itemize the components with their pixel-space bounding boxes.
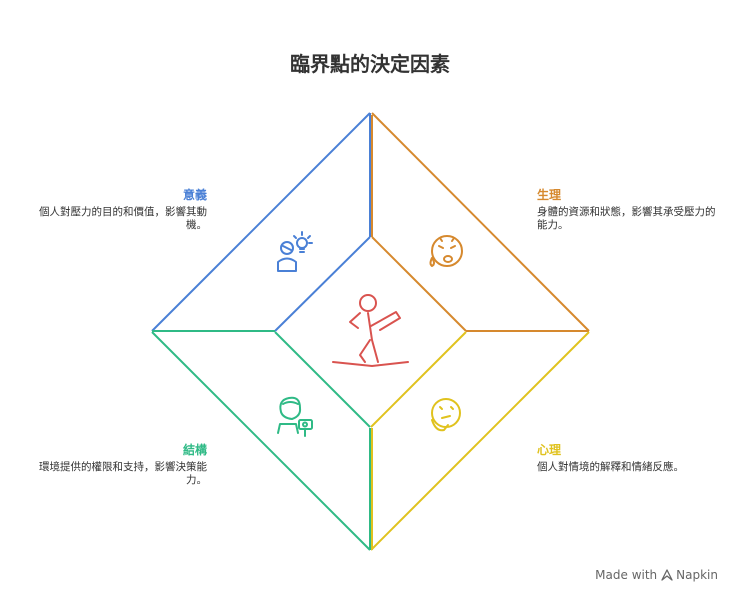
diagram-title: 臨界點的決定因素: [290, 52, 450, 76]
structure-text-block: 結構 環境提供的權限和支持，影響決策能力。: [22, 441, 207, 487]
napkin-attribution[interactable]: Made with Napkin: [595, 568, 718, 582]
structure-quadrant: [151, 330, 371, 551]
person-lightbulb-icon: [277, 231, 313, 272]
psychology-text-block: 心理 個人對情境的解釋和情緒反應。: [537, 441, 722, 474]
person-with-camera-icon: [277, 396, 313, 437]
made-with-text: Made with: [595, 568, 658, 582]
napkin-brand: Napkin: [661, 568, 718, 582]
psychology-inner-edge: [370, 331, 467, 428]
napkin-brand-name: Napkin: [676, 568, 718, 582]
physiology-inner-edge: [371, 236, 467, 332]
meaning-label: 意義: [182, 188, 207, 202]
structure-description: 環境提供的權限和支持，影響決策能力。: [39, 461, 207, 486]
psychology-outer-edge: [370, 331, 590, 551]
balancing-person-icon: [332, 294, 409, 367]
psychology-description: 個人對情境的解釋和情緒反應。: [537, 461, 684, 473]
psychology-label: 心理: [537, 443, 562, 457]
meaning-inner-edge: [274, 236, 371, 332]
meaning-quadrant: [151, 112, 371, 332]
physiology-description: 身體的資源和狀態，影響其承受壓力的能力。: [537, 206, 716, 231]
meaning-text-block: 意義 個人對壓力的目的和價值，影響其動機。: [22, 186, 207, 232]
meaning-description: 個人對壓力的目的和價值，影響其動機。: [39, 206, 207, 231]
meaning-outer-edge: [151, 112, 371, 332]
physiology-text-block: 生理 身體的資源和狀態，影響其承受壓力的能力。: [537, 186, 722, 232]
thinking-face-icon: [431, 398, 461, 432]
psychology-quadrant: [370, 331, 590, 551]
structure-inner-edge: [274, 331, 371, 428]
physiology-quadrant: [371, 112, 590, 332]
physiology-label: 生理: [537, 188, 562, 202]
structure-outer-edge: [151, 331, 371, 551]
sweating-face-icon: [429, 235, 463, 267]
structure-label: 結構: [182, 443, 207, 457]
physiology-outer-edge: [371, 112, 590, 332]
napkin-logo-icon: [661, 569, 673, 581]
